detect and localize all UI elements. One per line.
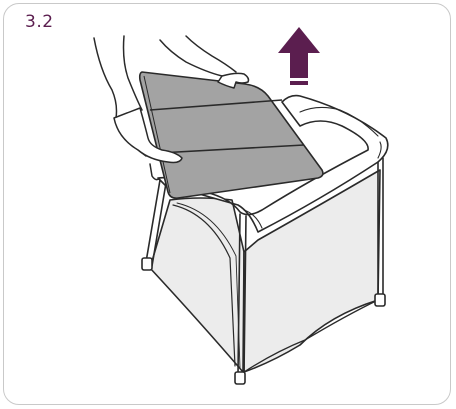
- arrow-shaft: [290, 53, 308, 78]
- cot-foot-left: [141, 257, 153, 271]
- cot-bottom-right: [243, 299, 379, 373]
- cot-leg-right: [377, 157, 384, 301]
- left-thumb: [149, 163, 161, 181]
- mattress-illustration: [138, 71, 324, 199]
- left-hand: [113, 107, 183, 164]
- step-number-label: 3.2: [25, 12, 54, 32]
- right-arm: [159, 35, 237, 77]
- travel-cot-illustration: [141, 94, 389, 385]
- cot-leg-left: [145, 179, 167, 267]
- hands-illustration: [93, 35, 250, 181]
- cot-foot-right: [374, 293, 386, 307]
- cot-rail-quilting: [243, 106, 382, 229]
- mattress-body: [138, 71, 324, 199]
- cot-front-mesh: [149, 197, 245, 373]
- mattress-fold-1: [149, 99, 283, 111]
- arrow-stripe: [290, 81, 308, 85]
- mattress-edge: [143, 75, 171, 194]
- cot-right-mesh: [243, 169, 381, 373]
- cot-zip-seam: [172, 204, 236, 367]
- cot-top-rail: [157, 94, 389, 233]
- cot-zip-seam-2: [176, 202, 241, 369]
- arrow-up-icon: [278, 27, 320, 85]
- cot-leg-middle: [237, 213, 247, 377]
- cot-foot-middle: [234, 371, 246, 385]
- arrow-head: [278, 27, 320, 53]
- right-hand: [217, 72, 250, 89]
- mattress-fold-2: [158, 144, 305, 154]
